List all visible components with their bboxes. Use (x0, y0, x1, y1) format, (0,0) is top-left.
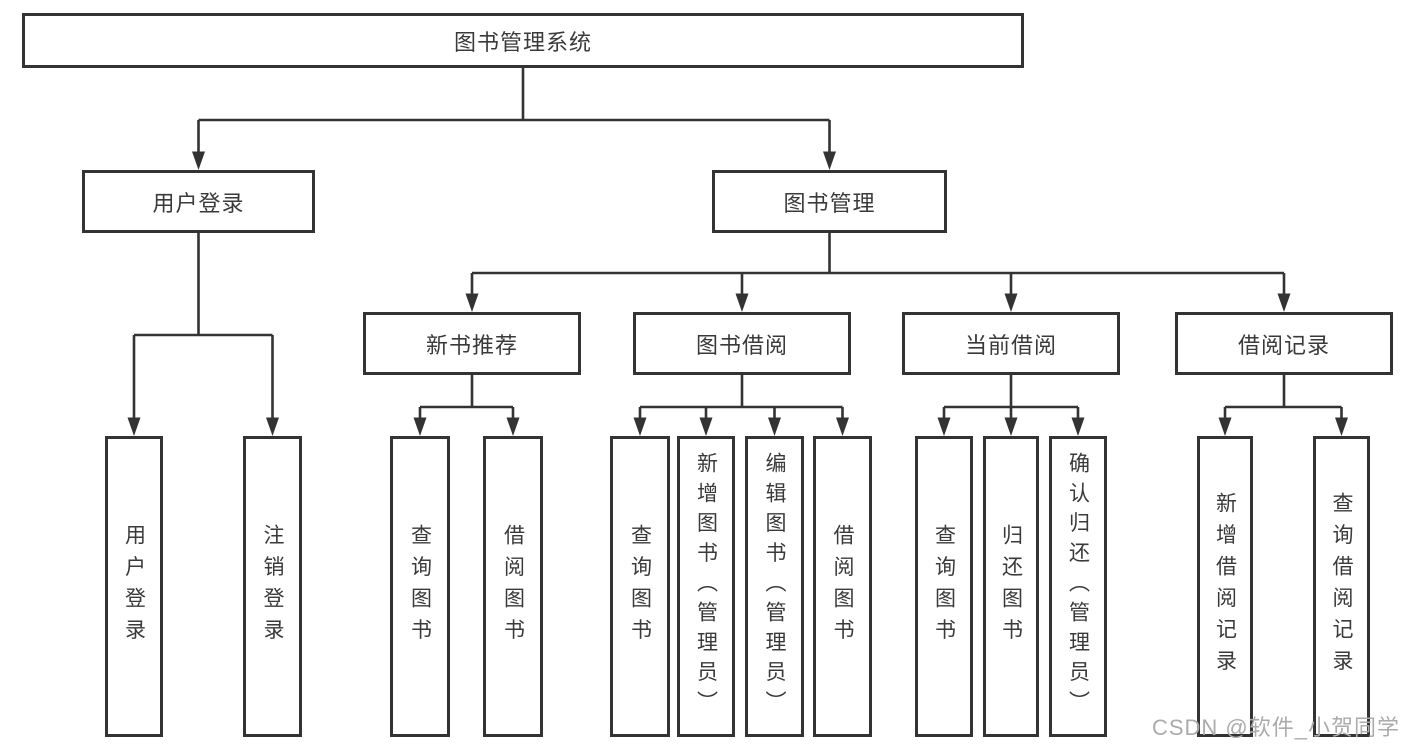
node-logout: 注销登录 (243, 436, 302, 737)
node-label: 用户登录 (152, 190, 245, 216)
node-bw_query: 查询图书 (610, 436, 670, 737)
node-nb_borrow: 借阅图书 (483, 436, 543, 737)
node-label: 借阅图书 (831, 523, 854, 650)
node-label: 归还图书 (999, 523, 1023, 650)
node-label: 注销登录 (261, 523, 284, 650)
node-borrow: 图书借阅 (633, 312, 851, 375)
node-login_do: 用户登录 (105, 436, 163, 737)
node-label: 当前借阅 (964, 332, 1057, 358)
node-label: 新书推荐 (425, 332, 518, 358)
node-records: 借阅记录 (1175, 312, 1393, 375)
node-label: 用户登录 (122, 523, 146, 650)
node-label: 新增借阅记录 (1213, 492, 1237, 681)
node-nb_query: 查询图书 (390, 436, 450, 737)
node-bw_add: 新增图书（管理员） (677, 436, 735, 737)
node-label: 确认归还（管理员） (1066, 452, 1090, 721)
node-bw_edit: 编辑图书（管理员） (745, 436, 804, 737)
node-login: 用户登录 (82, 170, 315, 233)
node-label: 借阅图书 (501, 523, 525, 650)
node-label: 借阅记录 (1237, 332, 1330, 358)
node-label: 图书管理系统 (453, 29, 592, 55)
node-cur_confirm: 确认归还（管理员） (1049, 436, 1107, 737)
node-label: 查询图书 (628, 523, 652, 650)
node-cur_query: 查询图书 (915, 436, 973, 737)
node-current: 当前借阅 (902, 312, 1120, 375)
node-label: 编辑图书（管理员） (763, 452, 786, 721)
node-label: 图书借阅 (695, 332, 788, 358)
node-bw_borrow: 借阅图书 (813, 436, 872, 737)
node-label: 查询图书 (932, 523, 956, 650)
node-rec_add: 新增借阅记录 (1197, 436, 1253, 737)
node-label: 查询借阅记录 (1330, 492, 1353, 681)
node-root: 图书管理系统 (22, 13, 1024, 68)
node-label: 图书管理 (783, 190, 876, 216)
node-label: 查询图书 (408, 523, 432, 650)
node-mgmt: 图书管理 (712, 170, 947, 233)
node-rec_query: 查询借阅记录 (1313, 436, 1370, 737)
node-newbook: 新书推荐 (363, 312, 581, 375)
node-label: 新增图书（管理员） (694, 452, 718, 721)
node-cur_return: 归还图书 (983, 436, 1039, 737)
